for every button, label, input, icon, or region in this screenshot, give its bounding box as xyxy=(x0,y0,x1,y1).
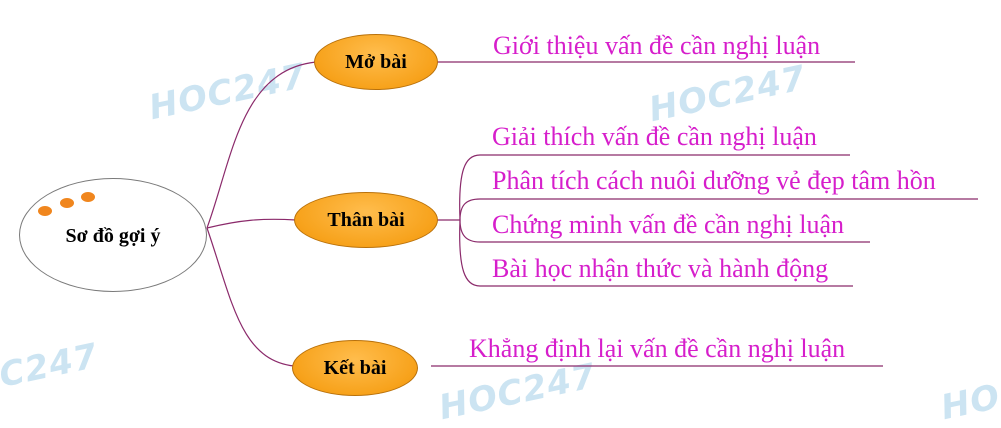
decor-dot xyxy=(81,192,95,202)
leaf-ket-bai-1: Khẳng định lại vấn đề cần nghị luận xyxy=(469,334,846,363)
leaf-mo-bai-1: Giới thiệu vấn đề cần nghị luận xyxy=(493,31,821,60)
branch-node-ket-bai: Kết bài xyxy=(292,340,418,396)
root-node: Sơ đồ gợi ý xyxy=(19,178,207,292)
connector-root-ketbai xyxy=(206,227,295,367)
leaf-than-bai-1: Giải thích vấn đề cần nghị luận xyxy=(492,122,817,151)
branch-node-mo-bai: Mở bài xyxy=(314,34,438,90)
connector-root-mobai xyxy=(206,61,317,229)
leaf-than-bai-3: Chứng minh vấn đề cần nghị luận xyxy=(492,210,845,239)
connector-root-thanbai xyxy=(206,218,297,229)
connector-thanbai-leaf-1 xyxy=(459,154,850,221)
leaf-than-bai-2: Phân tích cách nuôi dưỡng vẻ đẹp tâm hồn xyxy=(492,166,936,195)
decor-dot xyxy=(60,198,74,208)
leaf-than-bai-4: Bài học nhận thức và hành động xyxy=(492,254,829,283)
connector-thanbai-leaf-4 xyxy=(459,219,853,287)
branch-node-than-bai: Thân bài xyxy=(294,192,438,248)
branch-label: Kết bài xyxy=(323,356,387,379)
branch-label: Thân bài xyxy=(327,208,405,231)
decor-dot xyxy=(38,206,52,216)
connector-thanbai-leaf-2 xyxy=(459,198,978,221)
branch-label: Mở bài xyxy=(345,50,407,73)
root-label: Sơ đồ gợi ý xyxy=(65,225,161,247)
